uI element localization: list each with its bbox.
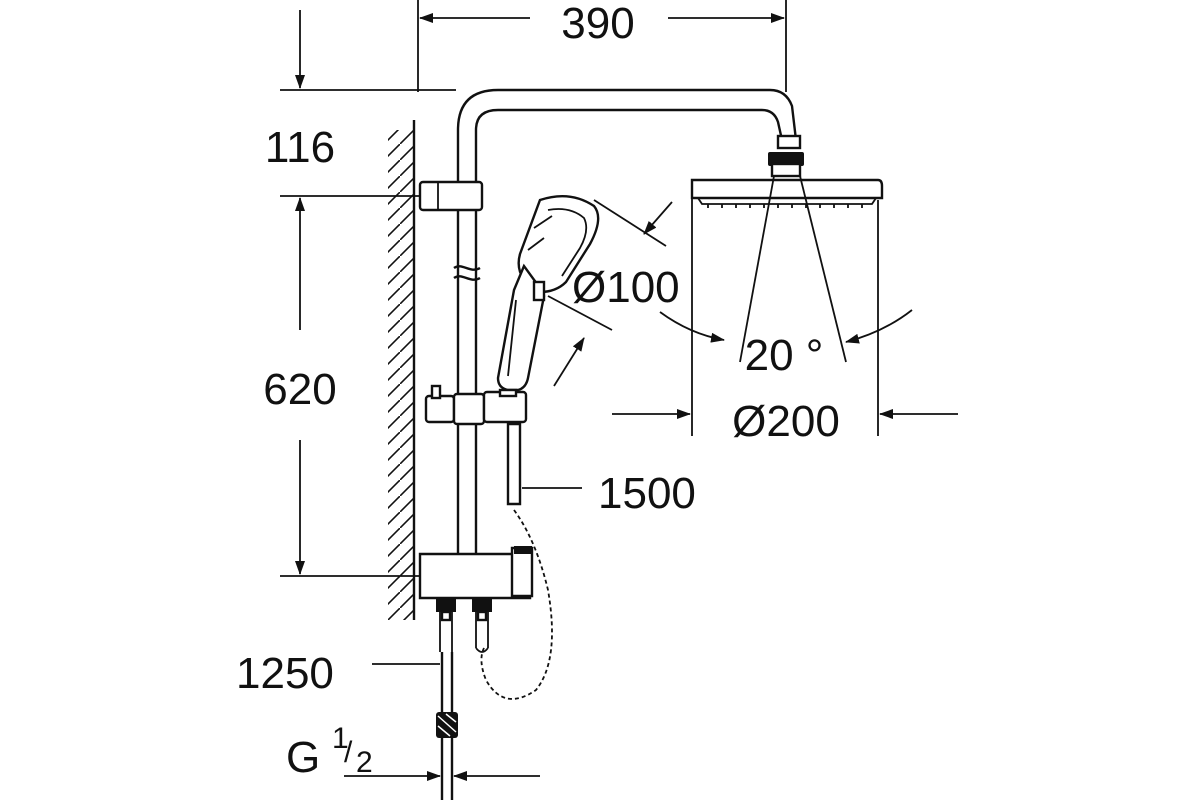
dim-thread-label: G bbox=[286, 733, 320, 782]
upper-wall-bracket bbox=[418, 180, 484, 212]
wall-hatching bbox=[388, 120, 416, 620]
lower-bracket bbox=[418, 546, 534, 600]
dim-thread-numerator: 1 bbox=[332, 722, 349, 755]
dim-head-diameter-label: Ø200 bbox=[732, 397, 840, 446]
supply-connectors bbox=[436, 598, 492, 653]
spray-angle-lines bbox=[659, 175, 913, 363]
hand-shower bbox=[496, 194, 600, 392]
head-shower bbox=[690, 178, 884, 208]
shower-arm bbox=[456, 88, 804, 178]
dim-hose-length-label: 1500 bbox=[598, 469, 696, 518]
hand-diameter-dimension bbox=[547, 199, 673, 387]
supply-hose bbox=[372, 652, 458, 800]
dim-hand-diameter-label: Ø100 bbox=[572, 263, 680, 312]
slider-holder bbox=[424, 384, 528, 426]
dim-spray-angle-label: 20 ° bbox=[745, 331, 824, 380]
width-dimension-lines bbox=[417, 0, 787, 92]
riser-rail bbox=[453, 176, 481, 560]
head-diameter-extension bbox=[612, 186, 958, 436]
dim-supply-hose-label: 1250 bbox=[236, 649, 334, 698]
shower-hose bbox=[480, 422, 582, 700]
dim-arm-height-label: 116 bbox=[265, 123, 335, 172]
dim-thread-slash: / bbox=[344, 736, 353, 769]
vertical-dimension-lines bbox=[280, 10, 456, 577]
dim-thread-denominator: 2 bbox=[356, 746, 373, 779]
dim-bar-length-label: 620 bbox=[263, 365, 336, 414]
dim-width-label: 390 bbox=[561, 0, 634, 48]
